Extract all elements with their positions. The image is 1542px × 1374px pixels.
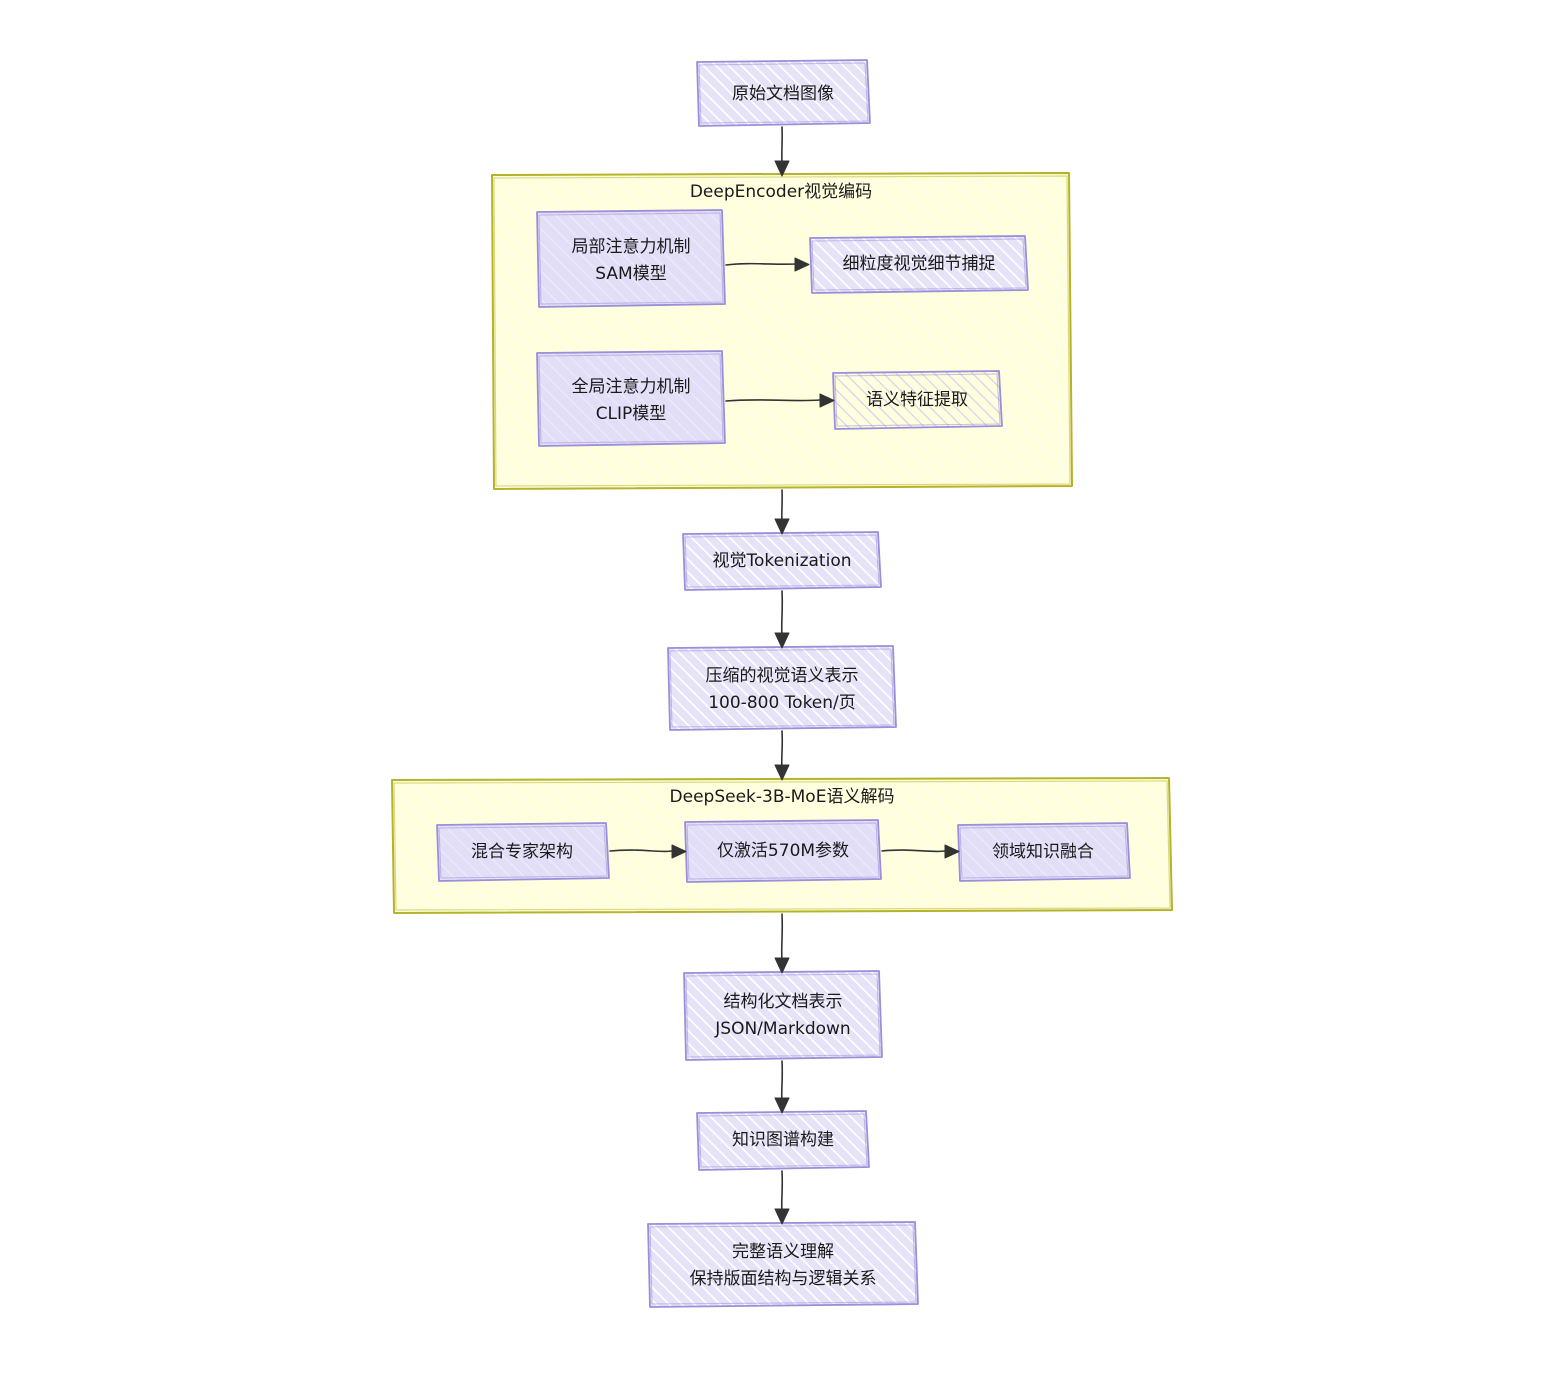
node-label-line2: JSON/Markdown [714,1019,850,1039]
node-structured-document-representation[interactable]: 结构化文档表示 JSON/Markdown [683,970,883,1061]
node-label: 混合专家架构 [471,842,573,862]
node-label-line1: 压缩的视觉语义表示 [706,666,859,686]
node-label-line1: 局部注意力机制 [572,237,691,257]
edge-moe-to-params [609,844,687,859]
node-label: 细粒度视觉细节捕捉 [843,254,996,274]
cluster-title-deepseek-moe: DeepSeek-3B-MoE语义解码 [670,787,895,807]
node-original-document-image[interactable]: 原始文档图像 [696,59,871,127]
node-label-line1: 完整语义理解 [732,1242,834,1262]
edge-compressed-to-decoder [774,730,790,781]
node-activated-570m-params[interactable]: 仅激活570M参数 [684,819,882,883]
edge-structured-to-kg [774,1060,790,1114]
node-global-attention-clip[interactable]: 全局注意力机制 CLIP模型 [536,350,726,447]
node-compressed-visual-semantics[interactable]: 压缩的视觉语义表示 100-800 Token/页 [667,645,897,731]
node-label-line2: 保持版面结构与逻辑关系 [690,1269,877,1289]
node-mixture-of-experts[interactable]: 混合专家架构 [436,822,610,882]
edge-global-to-semantic [725,393,835,408]
node-domain-knowledge-fusion[interactable]: 领域知识融合 [957,822,1131,882]
node-label-line1: 全局注意力机制 [572,377,691,397]
node-local-attention-sam[interactable]: 局部注意力机制 SAM模型 [536,209,726,308]
node-knowledge-graph-construction[interactable]: 知识图谱构建 [696,1110,870,1171]
node-fine-grained-visual-detail[interactable]: 细粒度视觉细节捕捉 [809,235,1029,294]
edge-params-to-domain [881,844,960,859]
node-semantic-feature-extraction[interactable]: 语义特征提取 [832,370,1003,430]
node-label: 仅激活570M参数 [717,841,849,861]
node-label-line2: CLIP模型 [596,404,667,424]
node-visual-tokenization[interactable]: 视觉Tokenization [682,531,882,591]
node-label-line1: 结构化文档表示 [724,992,843,1012]
edge-tokenization-to-compressed [774,590,790,649]
cluster-title-deepencoder: DeepEncoder视觉编码 [690,182,872,202]
edge-kg-to-final [774,1170,790,1225]
node-label: 视觉Tokenization [713,551,852,571]
node-label: 知识图谱构建 [732,1130,834,1150]
node-label: 语义特征提取 [866,390,968,410]
node-label: 原始文档图像 [732,84,834,104]
node-complete-semantic-understanding[interactable]: 完整语义理解 保持版面结构与逻辑关系 [647,1221,919,1308]
edge-decoder-to-structured [774,913,790,974]
edge-local-to-fine [725,257,810,272]
node-label: 领域知识融合 [992,842,1094,862]
node-label-line2: SAM模型 [595,264,666,284]
edge-encoder-to-tokenization [774,489,790,535]
edge-input-to-encoder [774,126,790,177]
node-label-line2: 100-800 Token/页 [708,693,856,713]
